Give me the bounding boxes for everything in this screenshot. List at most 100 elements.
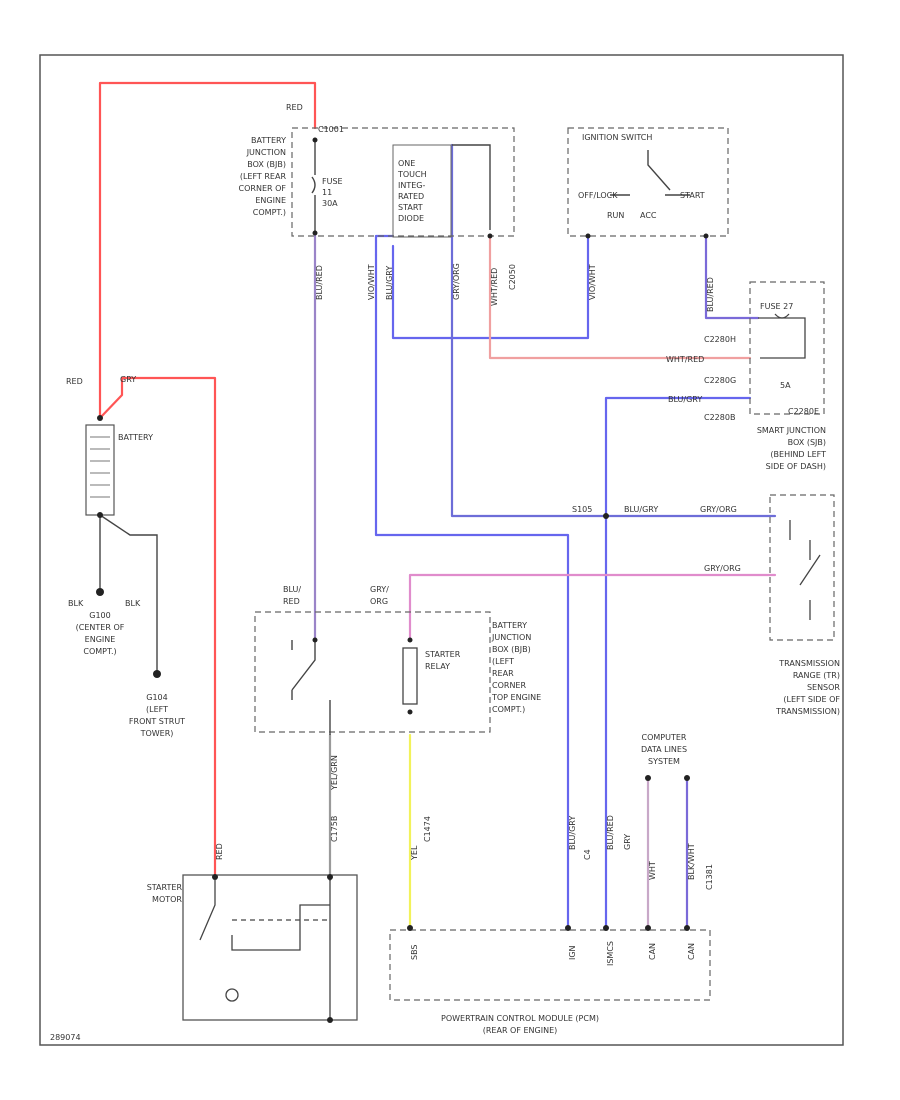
label-red-starter-v: RED: [215, 843, 224, 860]
svg-text:G100: G100: [89, 611, 110, 620]
label-gry-org-tr: GRY/ORG: [700, 505, 737, 514]
label-blu-gry-v: BLU/GRY: [385, 266, 394, 300]
svg-text:COMPT.): COMPT.): [253, 208, 286, 217]
fuse-11: [311, 137, 318, 233]
wire-pink-tr-to-relay: [408, 573, 777, 642]
svg-text:STARTER: STARTER: [147, 883, 183, 892]
diagram-id: 289074: [50, 1033, 81, 1042]
svg-text:(LEFT: (LEFT: [492, 657, 514, 666]
label-g100: G100 (CENTER OF ENGINE COMPT.): [76, 611, 125, 656]
svg-text:TRANSMISSION: TRANSMISSION: [778, 659, 840, 668]
label-g104: G104 (LEFT FRONT STRUT TOWER): [129, 693, 185, 738]
ground-g100: [96, 588, 104, 596]
label-wht-red-h: WHT/RED: [666, 355, 704, 364]
label-sjb-conn-g: C2280G: [704, 376, 736, 385]
wire-lightred-to-sjb: [488, 234, 752, 360]
bjb-top-box: [291, 127, 515, 237]
label-starter-relay: STARTER RELAY: [425, 650, 461, 671]
starter-motor-internals: [199, 880, 331, 1020]
label-blu-gry-pcm: BLU/GRY: [568, 816, 577, 850]
svg-text:SIDE OF DASH): SIDE OF DASH): [766, 462, 826, 471]
starter-relay-coil: [312, 637, 418, 715]
svg-text:REAR: REAR: [492, 669, 514, 678]
wire-blue-diode-to-pcm: [374, 253, 570, 930]
svg-text:SMART JUNCTION: SMART JUNCTION: [757, 426, 826, 435]
svg-text:BOX (SJB): BOX (SJB): [788, 438, 826, 447]
ignition-switch-contacts: [610, 150, 690, 196]
label-gry-battery: GRY: [120, 375, 136, 384]
svg-text:(LEFT REAR: (LEFT REAR: [240, 172, 287, 181]
svg-text:SENSOR: SENSOR: [807, 683, 840, 692]
label-fuse-27: FUSE 27: [760, 302, 793, 311]
svg-text:COMPT.): COMPT.): [83, 647, 116, 656]
svg-text:ENGINE: ENGINE: [85, 635, 116, 644]
wire-red-battery-to-starter: [98, 376, 217, 877]
label-gry-org-tr2: GRY/ORG: [704, 564, 741, 573]
label-wht-pcm: WHT: [648, 861, 657, 880]
bjb-relay-box: [254, 611, 491, 733]
label-blu-gry-tr: BLU/GRY: [624, 505, 658, 514]
label-blu-red-ign: BLU/RED: [706, 277, 715, 312]
svg-text:30A: 30A: [322, 199, 338, 208]
wire-blue-diode-to-ignition: [374, 234, 395, 257]
svg-text:STARTER: STARTER: [425, 650, 461, 659]
svg-text:TOUCH: TOUCH: [397, 170, 427, 179]
pcm-box: [389, 929, 711, 1001]
svg-text:MOTOR: MOTOR: [152, 895, 182, 904]
svg-text:JUNCTION: JUNCTION: [491, 633, 531, 642]
label-starter-motor: STARTER MOTOR: [147, 883, 183, 904]
label-tr-sensor: TRANSMISSION RANGE (TR) SENSOR (LEFT SID…: [775, 659, 840, 716]
label-blk1: BLK: [68, 599, 84, 608]
label-ign-acc: ACC: [640, 211, 657, 220]
tr-sensor-box: [769, 494, 835, 641]
svg-text:FUSE: FUSE: [322, 177, 343, 186]
svg-text:(REAR OF ENGINE): (REAR OF ENGINE): [483, 1026, 558, 1035]
tr-sensor-contacts: [789, 520, 821, 620]
wire-red-battery-to-bjb: [98, 81, 317, 420]
pcm-pins: [407, 925, 690, 931]
ignition-switch-box: [567, 127, 729, 237]
label-pcm-pin-can1: CAN: [648, 943, 657, 960]
label-blk2: BLK: [125, 599, 141, 608]
label-c1474: C1474: [423, 816, 432, 842]
label-blu-gry-h: BLU/GRY: [668, 395, 702, 404]
svg-text:11: 11: [322, 188, 332, 197]
svg-text:TOWER): TOWER): [140, 729, 174, 738]
svg-text:CORNER OF: CORNER OF: [239, 184, 287, 193]
label-battery: BATTERY: [118, 433, 153, 442]
label-gry-org-relay: GRY/: [370, 585, 389, 594]
label-sjb-conn-b: C2280B: [704, 413, 735, 422]
label-one-touch-diode: ONE TOUCH INTEG- RATED START DIODE: [397, 159, 427, 223]
svg-text:DIODE: DIODE: [398, 214, 424, 223]
svg-text:RANGE (TR): RANGE (TR): [793, 671, 840, 680]
svg-text:CORNER: CORNER: [492, 681, 526, 690]
label-sjb-conn-e: C2280E: [788, 407, 819, 416]
label-c2050: C2050: [508, 264, 517, 290]
starter-motor-box: [182, 874, 358, 1021]
svg-text:ENGINE: ENGINE: [255, 196, 286, 205]
label-pcm-pin-ign: IGN: [568, 945, 577, 960]
label-sjb-conn-h: C2280H: [704, 335, 736, 344]
svg-text:SYSTEM: SYSTEM: [648, 757, 680, 766]
svg-text:ONE: ONE: [398, 159, 415, 168]
splice-s105: [603, 513, 609, 519]
label-pcm: POWERTRAIN CONTROL MODULE (PCM) (REAR OF…: [441, 1014, 599, 1035]
label-bjb-top: BATTERY JUNCTION BOX (BJB) (LEFT REAR CO…: [239, 136, 287, 217]
label-fuse-11: FUSE 11 30A: [322, 177, 343, 208]
label-wht-red-v: WHT/RED: [490, 268, 499, 306]
wire-blue-sjb-to-pcm: [604, 396, 752, 930]
svg-text:COMPT.): COMPT.): [492, 705, 525, 714]
label-c4-a: C4: [583, 849, 592, 860]
svg-text:RELAY: RELAY: [425, 662, 450, 671]
one-touch-diode-box: [392, 144, 491, 238]
label-blu-red-v: BLU/RED: [315, 265, 324, 300]
label-ignition-switch: IGNITION SWITCH: [582, 133, 652, 142]
label-fuse-27-amp: 5A: [780, 381, 791, 390]
label-blu-red-relay-2: RED: [283, 597, 300, 606]
label-c1381: C1381: [705, 864, 714, 890]
svg-text:DATA LINES: DATA LINES: [641, 745, 687, 754]
svg-text:G104: G104: [146, 693, 167, 702]
label-yel-grn-v: YEL/GRN: [330, 755, 339, 791]
label-ign-off: OFF/LOCK: [578, 191, 618, 200]
